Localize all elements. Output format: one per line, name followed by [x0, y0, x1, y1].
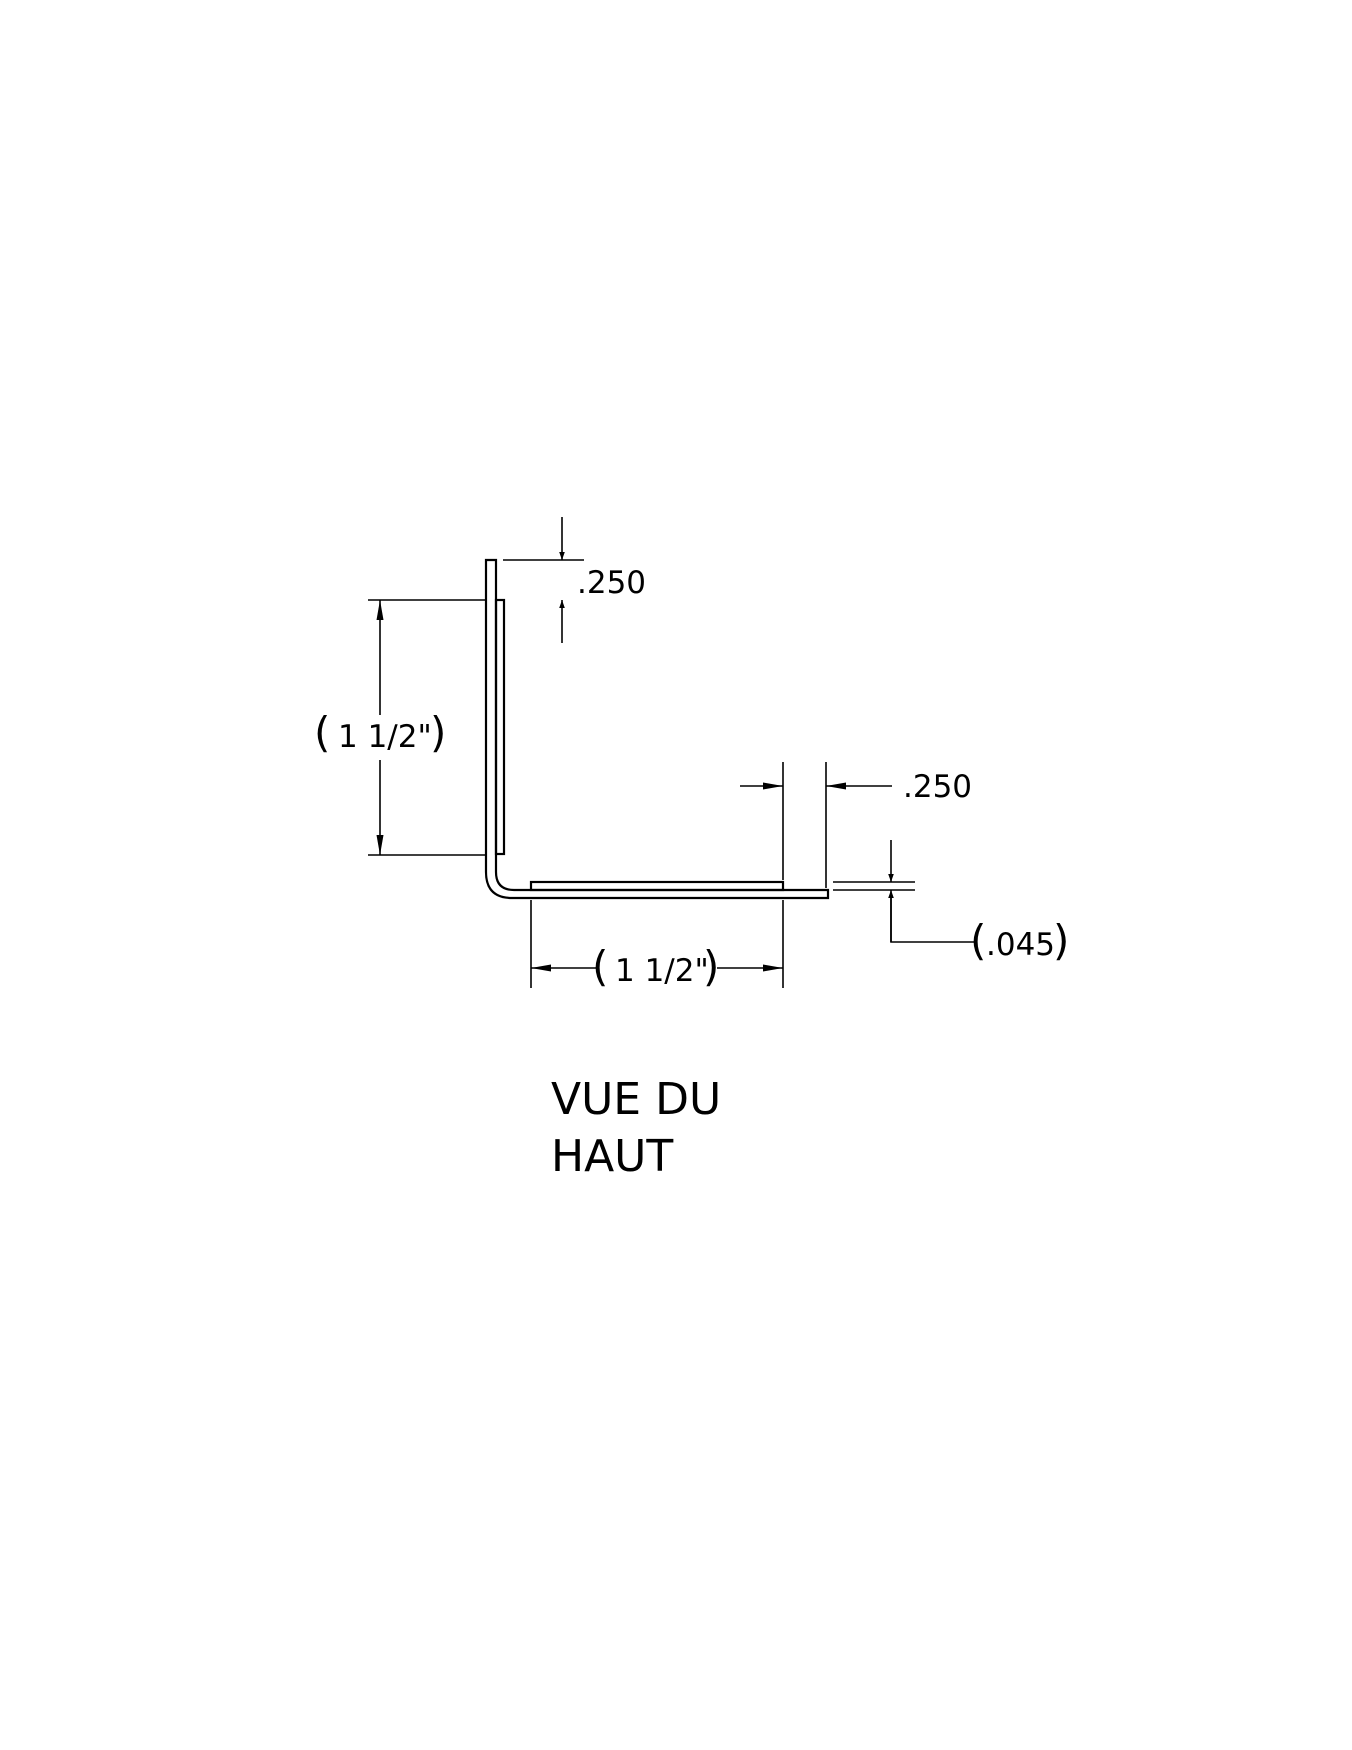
open-paren: ( [592, 942, 608, 991]
view-title: VUE DU HAUT [551, 1074, 721, 1182]
close-paren: ) [703, 942, 719, 991]
close-paren: ) [430, 708, 446, 757]
horizontal-flange-strip [529, 880, 785, 892]
vertical-leg-dimension: ( 1 1/2" ) [314, 600, 486, 856]
view-title-line2: HAUT [551, 1131, 673, 1182]
view-title-line1: VUE DU [551, 1074, 721, 1125]
vertical-leg-label: 1 1/2" [338, 719, 432, 755]
horizontal-leg-dimension: ( 1 1/2" ) [530, 900, 784, 991]
angle-profile [484, 558, 830, 900]
top-offset-dimension: .250 [368, 517, 646, 643]
vertical-flange-strip [494, 598, 506, 856]
thickness-label: .045 [986, 927, 1055, 963]
right-offset-label: .250 [903, 769, 972, 805]
horizontal-leg-label: 1 1/2" [615, 953, 709, 989]
open-paren: ( [314, 708, 330, 757]
leader-line [890, 895, 975, 943]
open-paren: ( [970, 916, 986, 965]
thickness-dimension: ( .045 ) [833, 840, 1069, 965]
top-offset-label: .250 [577, 565, 646, 601]
close-paren: ) [1053, 916, 1069, 965]
right-offset-dimension: .250 [740, 762, 972, 888]
angle-outline [484, 558, 830, 900]
